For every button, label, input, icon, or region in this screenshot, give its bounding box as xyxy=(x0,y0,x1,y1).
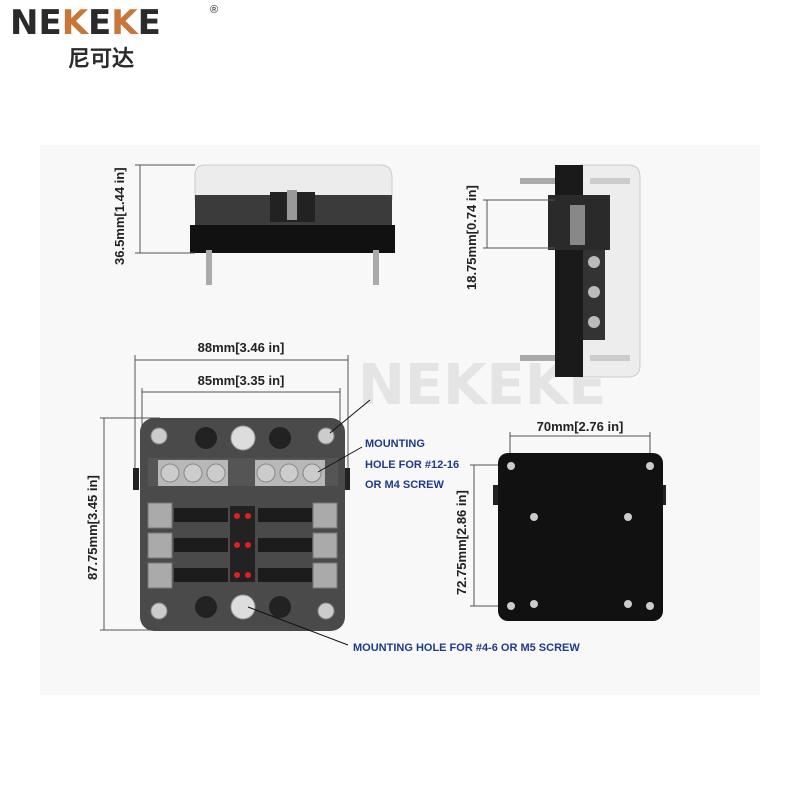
brand-name: NEKEKE xyxy=(10,3,161,43)
brand-logo: NEKEKE ® 尼可达 xyxy=(10,4,230,76)
fuse-box-back-view xyxy=(493,453,666,621)
dim-overall-height: 87.75mm[3.45 in] xyxy=(85,475,100,580)
dim-back-height: 72.75mm[2.86 in] xyxy=(454,490,469,595)
side-view-right xyxy=(520,164,641,378)
callout-top-hole-line2: HOLE FOR #12-16 xyxy=(365,459,459,471)
callout-top-hole-line1: MOUNTING xyxy=(365,438,425,450)
brand-chinese: 尼可达 xyxy=(68,46,135,71)
callout-top-hole-line3: OR M4 SCREW xyxy=(365,479,444,491)
callout-leaders xyxy=(247,399,371,646)
dim-lines-front xyxy=(100,355,349,631)
dim-side-depth: 18.75mm[0.74 in] xyxy=(464,185,479,290)
fuse-box-front-view xyxy=(133,418,350,631)
dim-overall-width: 88mm[3.46 in] xyxy=(198,340,285,355)
dim-back-width: 70mm[2.76 in] xyxy=(537,419,624,434)
dim-side-height: 36.5mm[1.44 in] xyxy=(112,167,127,265)
callout-bottom-hole: MOUNTING HOLE FOR #4-6 OR M5 SCREW xyxy=(353,642,580,654)
dim-hole-spacing-width: 85mm[3.35 in] xyxy=(198,373,285,388)
side-view-front xyxy=(190,164,395,285)
dim-lines-side-height xyxy=(135,164,195,254)
dim-lines-side-depth xyxy=(483,199,555,249)
registered-mark: ® xyxy=(210,4,219,16)
